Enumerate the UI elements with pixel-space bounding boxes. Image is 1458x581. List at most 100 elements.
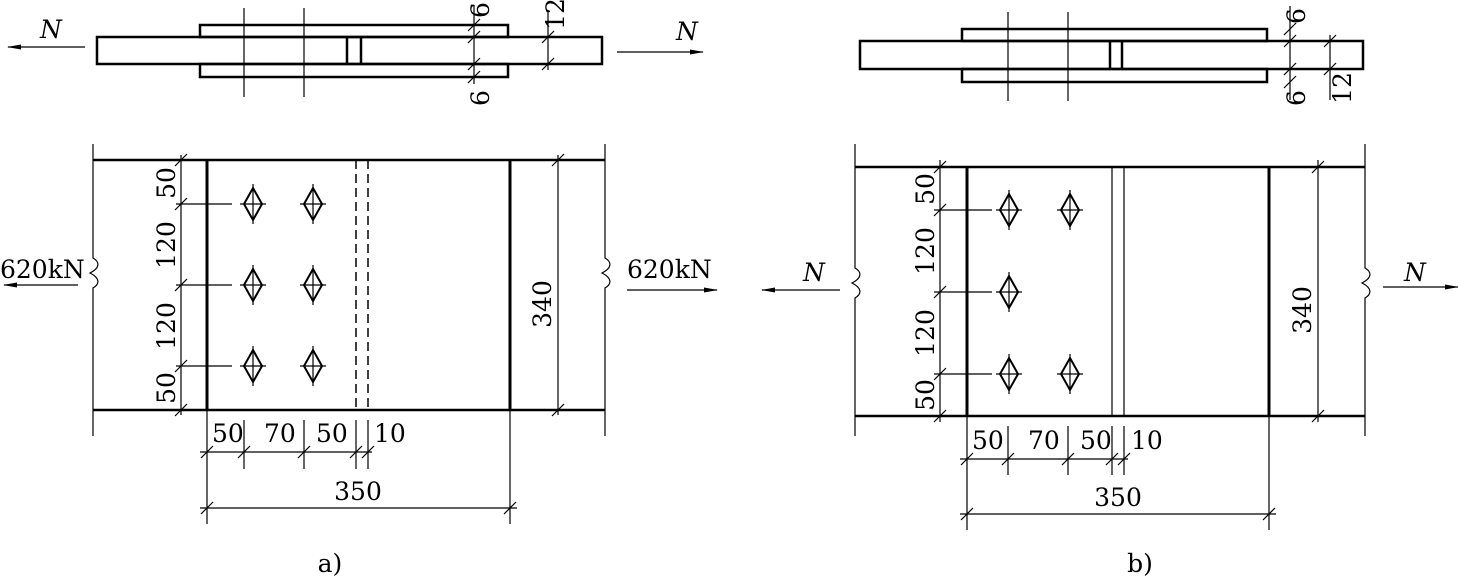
tick bbox=[1283, 75, 1297, 89]
dim-cover-bottom-b: 6 bbox=[1282, 90, 1311, 106]
bolt-icon bbox=[1057, 190, 1083, 230]
bolt-group-a bbox=[240, 184, 326, 386]
bolt-icon bbox=[300, 184, 326, 224]
tick bbox=[1323, 34, 1337, 48]
bolt-icon bbox=[240, 184, 266, 224]
tick bbox=[467, 18, 481, 32]
tick bbox=[361, 445, 375, 459]
cover-plate-top-a bbox=[198, 23, 510, 39]
dim-h3-b: 50 bbox=[1080, 426, 1112, 455]
dim-v2-a: 120 bbox=[152, 221, 181, 269]
tick bbox=[503, 501, 517, 515]
section-right-label-a: N bbox=[675, 17, 699, 46]
dim-h4-b: 10 bbox=[1131, 426, 1163, 455]
tick bbox=[1283, 22, 1297, 36]
dim-v4-a: 50 bbox=[152, 372, 181, 404]
tick bbox=[1311, 409, 1325, 423]
tick bbox=[467, 57, 481, 71]
tick bbox=[551, 153, 565, 167]
dim-v1-b: 50 bbox=[911, 173, 940, 205]
dim-width-b: 340 bbox=[1288, 286, 1317, 334]
tick bbox=[200, 445, 214, 459]
tick bbox=[467, 70, 481, 84]
plan-view-b: N N 50 120 120 50 340 bbox=[761, 144, 1458, 530]
dim-h3-a: 50 bbox=[316, 419, 348, 448]
break-line-left-b bbox=[850, 144, 861, 436]
dim-cover-bottom-a: 6 bbox=[466, 90, 495, 106]
bolt-group-b bbox=[996, 190, 1083, 394]
dim-v3-b: 120 bbox=[911, 309, 940, 357]
tick bbox=[541, 57, 555, 71]
tick bbox=[200, 501, 214, 515]
diagram-b: 6 6 12 N N bbox=[761, 6, 1458, 578]
tick bbox=[1105, 452, 1119, 466]
cover-plate-bottom-b bbox=[960, 67, 1269, 84]
bolt-icon bbox=[300, 265, 326, 305]
tick bbox=[174, 278, 188, 292]
caption-a: a) bbox=[318, 549, 343, 578]
bolt-icon bbox=[300, 346, 326, 386]
dim-v1-a: 50 bbox=[152, 167, 181, 199]
cover-plate-bottom-a bbox=[198, 62, 510, 79]
dim-main-plate-b: 12 bbox=[1328, 72, 1357, 104]
tick bbox=[1311, 160, 1325, 174]
dim-cover-top-b: 6 bbox=[1282, 8, 1311, 24]
tick bbox=[1323, 62, 1337, 76]
tick bbox=[1283, 34, 1297, 48]
bolt-icon bbox=[996, 190, 1022, 230]
dim-total-b: 350 bbox=[1094, 483, 1142, 512]
break-line-left-a bbox=[88, 144, 99, 436]
dim-h2-b: 70 bbox=[1028, 426, 1060, 455]
tick bbox=[174, 359, 188, 373]
tick bbox=[960, 452, 974, 466]
dim-main-plate-a: 12 bbox=[541, 0, 570, 30]
dim-v3-a: 120 bbox=[152, 302, 181, 350]
section-left-label-a: N bbox=[39, 15, 63, 44]
tick bbox=[933, 285, 947, 299]
force-right-a: 620kN bbox=[627, 255, 712, 284]
bolt-icon bbox=[996, 272, 1022, 312]
tick bbox=[933, 409, 947, 423]
tick bbox=[960, 507, 974, 521]
section-view-a: 6 12 6 N N bbox=[7, 0, 704, 106]
section-view-b: 6 6 12 bbox=[858, 6, 1365, 106]
plan-view-a: 620kN 620kN 50 120 120 50 340 bbox=[0, 144, 718, 524]
bolt-icon bbox=[240, 346, 266, 386]
tick bbox=[174, 197, 188, 211]
tick bbox=[551, 403, 565, 417]
tick bbox=[174, 403, 188, 417]
tick bbox=[1283, 62, 1297, 76]
diagram-a: 6 12 6 N N 620kN 620kN bbox=[0, 0, 718, 578]
tick bbox=[933, 203, 947, 217]
break-line-right-a bbox=[600, 144, 611, 436]
tick bbox=[467, 30, 481, 44]
tick bbox=[174, 153, 188, 167]
bolt-icon bbox=[240, 265, 266, 305]
dim-h2-a: 70 bbox=[264, 419, 296, 448]
tick bbox=[349, 445, 363, 459]
tick bbox=[933, 160, 947, 174]
tick bbox=[237, 445, 251, 459]
tick bbox=[1061, 452, 1075, 466]
break-line-right-b bbox=[1360, 144, 1371, 436]
dim-width-a: 340 bbox=[528, 280, 557, 328]
dim-h1-a: 50 bbox=[212, 419, 244, 448]
tick bbox=[297, 445, 311, 459]
tick bbox=[1001, 452, 1015, 466]
dim-h4-a: 10 bbox=[374, 419, 406, 448]
tick bbox=[1117, 452, 1131, 466]
left-label-b: N bbox=[802, 258, 826, 287]
caption-b: b) bbox=[1127, 549, 1153, 578]
dim-cover-top-a: 6 bbox=[466, 2, 495, 18]
bolt-icon bbox=[1057, 354, 1083, 394]
bolt-icon bbox=[996, 354, 1022, 394]
dim-total-a: 350 bbox=[334, 477, 382, 506]
tick bbox=[541, 30, 555, 44]
dim-v4-b: 50 bbox=[911, 379, 940, 411]
right-label-b: N bbox=[1403, 258, 1427, 287]
main-plate-section-b bbox=[858, 39, 1365, 71]
tick bbox=[933, 367, 947, 381]
cover-plate-top-b bbox=[960, 27, 1269, 43]
tick bbox=[1262, 507, 1276, 521]
